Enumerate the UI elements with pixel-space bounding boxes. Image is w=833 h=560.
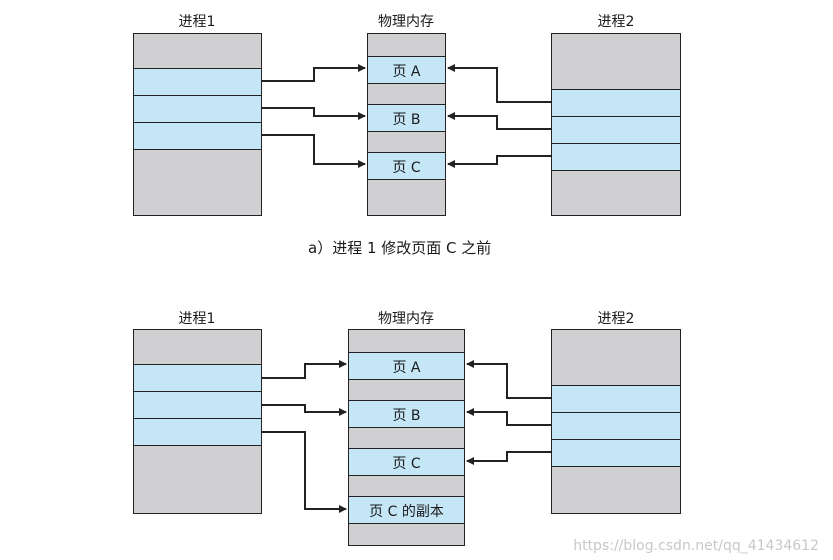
page-b-label: 页 B bbox=[392, 408, 421, 424]
memory-box-b: 页 A 页 B 页 C 页 C 的副本 bbox=[348, 329, 465, 546]
process1-unused-b bbox=[134, 330, 261, 364]
memory-page-c-b: 页 C bbox=[349, 448, 464, 475]
arrow-p2-page-c-top bbox=[447, 155, 551, 168]
process1-page-a3 bbox=[134, 122, 261, 149]
process1-unused-b2 bbox=[134, 445, 261, 513]
memory-free-a bbox=[368, 34, 445, 56]
process1-page-b3 bbox=[134, 418, 261, 445]
memory-free-a bbox=[368, 131, 445, 152]
process1-page-a2 bbox=[134, 95, 261, 122]
process1-title-b: 进程1 bbox=[178, 311, 216, 327]
watermark: https://blog.csdn.net/qq_41434612 bbox=[573, 538, 819, 554]
process2-unused-a2 bbox=[552, 170, 680, 215]
process2-unused-b bbox=[552, 330, 680, 385]
process2-page-b2 bbox=[552, 412, 680, 439]
caption-a: a）进程 1 修改页面 C 之前 bbox=[308, 239, 492, 257]
page-a-label: 页 A bbox=[392, 360, 421, 376]
memory-free-b bbox=[349, 475, 464, 496]
process1-unused-a2 bbox=[134, 149, 261, 215]
process2-unused-a bbox=[552, 34, 680, 89]
memory-page-b-b: 页 B bbox=[349, 400, 464, 427]
arrow-p2-page-a-top bbox=[447, 64, 551, 103]
memory-page-a-a: 页 A bbox=[368, 56, 445, 83]
arrow-p1-page-b-bottom bbox=[262, 404, 347, 416]
page-c-label: 页 C bbox=[392, 456, 421, 472]
process1-page-a1 bbox=[134, 68, 261, 95]
memory-free-b bbox=[349, 379, 464, 400]
arrow-p1-page-c-copy-bottom bbox=[262, 431, 347, 513]
memory-title-b: 物理内存 bbox=[378, 311, 434, 327]
process2-page-a2 bbox=[552, 116, 680, 143]
process2-box-a bbox=[551, 33, 681, 216]
process2-unused-b2 bbox=[552, 466, 680, 513]
memory-page-b-a: 页 B bbox=[368, 104, 445, 131]
memory-page-a-b: 页 A bbox=[349, 352, 464, 379]
process2-page-a3 bbox=[552, 143, 680, 170]
memory-free-b bbox=[349, 427, 464, 448]
memory-free-a bbox=[368, 83, 445, 104]
page-b-label: 页 B bbox=[392, 112, 421, 128]
process1-unused-a bbox=[134, 34, 261, 68]
page-c-copy-label: 页 C 的副本 bbox=[369, 504, 444, 520]
arrow-p2-page-c-bottom bbox=[466, 451, 551, 465]
process1-title-a: 进程1 bbox=[178, 14, 216, 30]
memory-title-a: 物理内存 bbox=[378, 14, 434, 30]
process2-page-b1 bbox=[552, 385, 680, 412]
process1-page-b1 bbox=[134, 364, 261, 391]
process2-box-b bbox=[551, 329, 681, 514]
arrow-p1-page-a-bottom bbox=[262, 360, 347, 379]
process2-title-a: 进程2 bbox=[597, 14, 635, 30]
arrow-p1-page-b-top bbox=[262, 107, 366, 120]
process1-box-a bbox=[133, 33, 262, 216]
process2-title-b: 进程2 bbox=[597, 311, 635, 327]
arrow-p2-page-a-bottom bbox=[466, 360, 551, 399]
arrow-p1-page-c-top bbox=[262, 134, 366, 168]
arrow-p2-page-b-top bbox=[447, 112, 551, 130]
page-c-label: 页 C bbox=[392, 160, 421, 176]
memory-free-b bbox=[349, 330, 464, 352]
page-a-label: 页 A bbox=[392, 64, 421, 80]
process2-page-a1 bbox=[552, 89, 680, 116]
memory-free-b bbox=[349, 523, 464, 545]
process1-box-b bbox=[133, 329, 262, 514]
process1-page-b2 bbox=[134, 391, 261, 418]
memory-free-a bbox=[368, 179, 445, 215]
arrow-p2-page-b-bottom bbox=[466, 408, 551, 426]
memory-box-a: 页 A 页 B 页 C bbox=[367, 33, 446, 216]
process2-page-b3 bbox=[552, 439, 680, 466]
memory-page-c-copy: 页 C 的副本 bbox=[349, 496, 464, 523]
arrow-p1-page-a-top bbox=[262, 64, 366, 82]
memory-page-c-a: 页 C bbox=[368, 152, 445, 179]
